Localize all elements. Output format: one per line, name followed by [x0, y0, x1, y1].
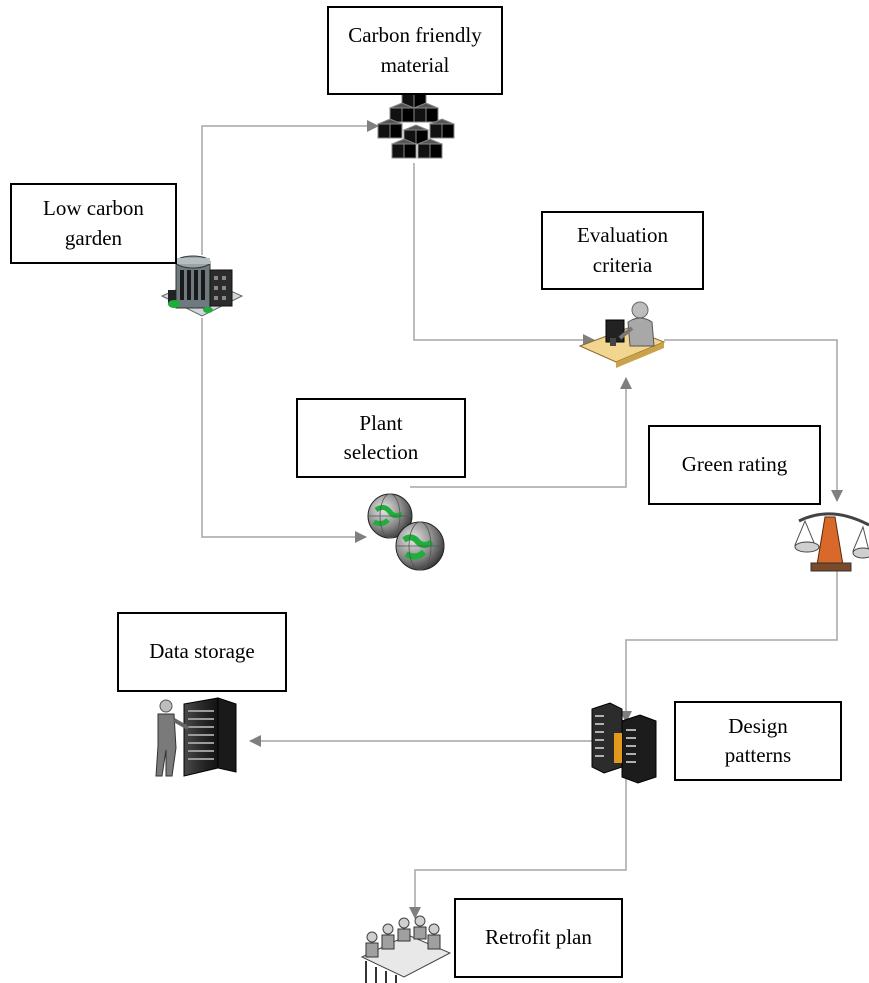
edge-rating-to-design — [620, 568, 838, 723]
edge-garden-to-material — [201, 120, 379, 255]
node-label-green-rating: Green rating — [648, 425, 821, 505]
node-label-plant-selection: Plant selection — [296, 398, 466, 478]
node-label-evaluation-criteria: Evaluation criteria — [541, 211, 704, 290]
node-label-carbon-friendly-material: Carbon friendly material — [327, 6, 503, 95]
edge-garden-to-plant — [201, 318, 367, 543]
edge-design-to-retrofit — [409, 770, 627, 919]
person-at-desk-icon — [578, 301, 666, 368]
blocks-icon — [376, 88, 456, 159]
node-label-data-storage: Data storage — [117, 612, 287, 692]
servers-icon — [591, 702, 657, 784]
balance-scale-icon — [794, 512, 869, 572]
meeting-table-icon — [360, 915, 452, 983]
node-label-design-patterns: Design patterns — [674, 701, 842, 781]
edge-material-to-evaluation — [413, 163, 595, 346]
building-icon — [160, 255, 244, 317]
node-label-retrofit-plan: Retrofit plan — [454, 898, 623, 978]
edge-evaluation-to-rating — [664, 339, 843, 502]
node-label-low-carbon-garden: Low carbon garden — [10, 183, 177, 264]
server-rack-icon — [155, 697, 237, 777]
edge-plant-to-evaluation — [410, 377, 632, 488]
globe-icon — [367, 493, 445, 571]
